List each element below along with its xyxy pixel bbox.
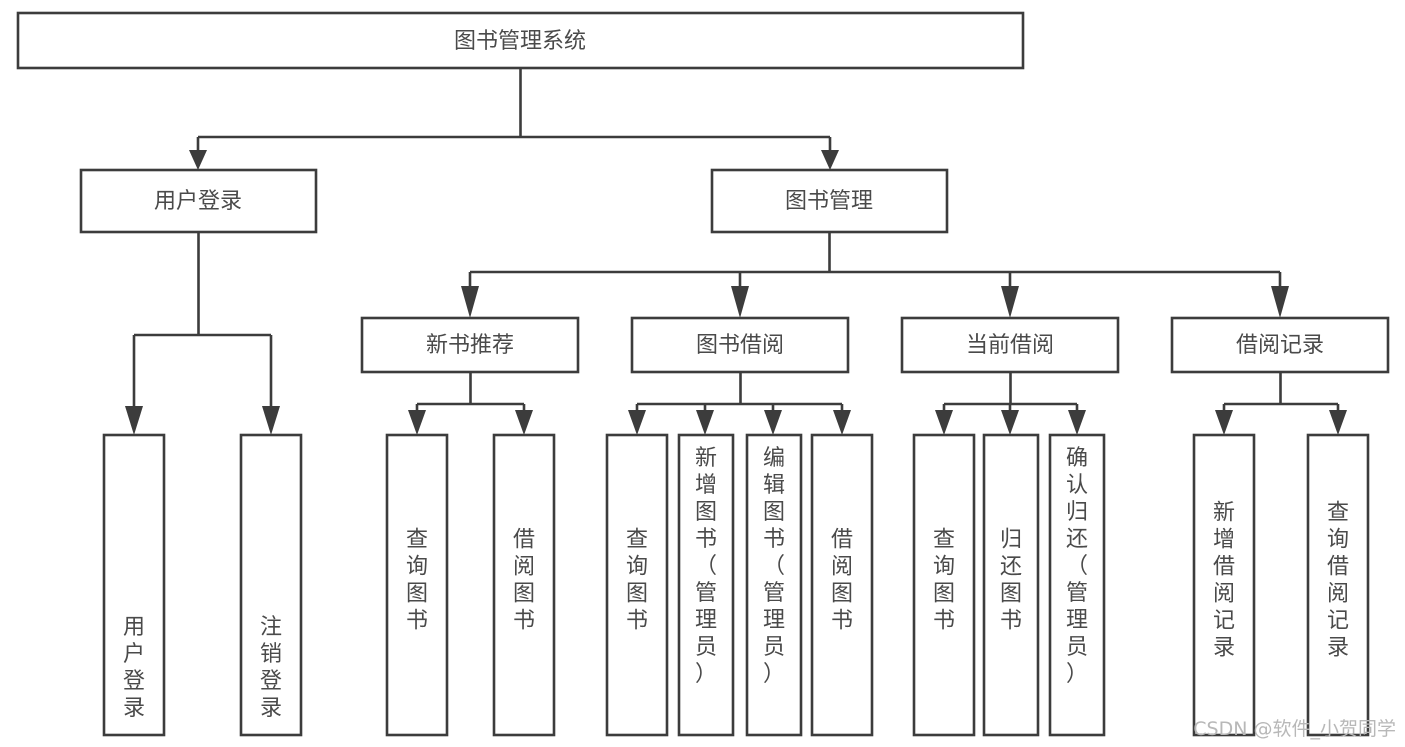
node-root[interactable]: 图书管理系统	[16, 11, 1025, 70]
node-leaf-return-book-label: 归还图书	[1000, 528, 1022, 634]
node-leaf-borrow-book-2-box[interactable]	[810, 433, 874, 737]
node-current-borrow-label: 当前借阅	[966, 333, 1054, 358]
node-new-book-rec-label: 新书推荐	[426, 333, 514, 358]
node-leaf-user-login-label: 用户登录	[123, 615, 145, 721]
arrow-cb-to-leaf2	[1001, 410, 1019, 435]
connector-layer	[125, 68, 1347, 435]
node-new-book-rec[interactable]: 新书推荐	[360, 316, 580, 374]
node-leaf-add-book-label: 新增图书（管理员）	[695, 446, 717, 687]
node-leaf-confirm-return-label: 确认归还（管理员）	[1066, 446, 1088, 687]
arrow-bb-to-leaf1	[628, 410, 646, 435]
node-book-manage-box[interactable]	[710, 168, 949, 234]
node-leaf-query-book-2-label: 查询图书	[626, 528, 648, 634]
arrow-bm-to-borrow-record	[1271, 286, 1289, 318]
arrow-br-to-leaf2	[1329, 410, 1347, 435]
node-leaf-query-book-1[interactable]: 查询图书	[385, 433, 449, 737]
node-book-borrow-label: 图书借阅	[696, 333, 784, 358]
arrow-bb-to-leaf2	[696, 410, 714, 435]
node-leaf-user-logout-label: 注销登录	[260, 615, 282, 721]
node-leaf-borrow-book-1-box[interactable]	[492, 433, 556, 737]
node-leaf-query-record[interactable]: 查询借阅记录	[1306, 433, 1370, 737]
node-leaf-edit-book-box[interactable]	[745, 433, 803, 737]
node-leaf-query-record-box[interactable]	[1306, 433, 1370, 737]
arrow-ul-to-leaf1	[125, 406, 143, 435]
node-leaf-query-book-2[interactable]: 查询图书	[605, 433, 669, 737]
node-current-borrow-box[interactable]	[900, 316, 1120, 374]
node-book-borrow[interactable]: 图书借阅	[630, 316, 850, 374]
node-leaf-add-record-label: 新增借阅记录	[1213, 501, 1235, 661]
node-leaf-user-logout[interactable]: 注销登录	[239, 433, 303, 737]
node-leaf-query-book-2-box[interactable]	[605, 433, 669, 737]
node-leaf-edit-book[interactable]: 编辑图书（管理员）	[745, 433, 803, 737]
arrow-root-to-user-login	[189, 150, 207, 170]
arrow-ul-to-leaf2	[262, 406, 280, 435]
arrow-bm-to-book-borrow	[731, 286, 749, 318]
arrow-bb-to-leaf3	[764, 410, 782, 435]
node-root-label: 图书管理系统	[454, 29, 586, 54]
node-root-box[interactable]	[16, 11, 1025, 70]
node-book-borrow-box[interactable]	[630, 316, 850, 374]
node-leaf-query-book-3-box[interactable]	[912, 433, 976, 737]
node-borrow-record[interactable]: 借阅记录	[1170, 316, 1390, 374]
arrow-cb-to-leaf3	[1068, 410, 1086, 435]
node-leaf-add-book[interactable]: 新增图书（管理员）	[677, 433, 735, 737]
arrow-root-to-book-manage	[821, 150, 839, 170]
node-borrow-record-label: 借阅记录	[1236, 333, 1324, 358]
node-leaf-borrow-book-2[interactable]: 借阅图书	[810, 433, 874, 737]
node-book-manage-label: 图书管理	[785, 189, 873, 214]
node-leaf-return-book-box[interactable]	[982, 433, 1040, 737]
node-leaf-user-logout-box[interactable]	[239, 433, 303, 737]
node-user-login-box[interactable]	[79, 168, 318, 234]
arrow-nb-to-leaf1	[408, 410, 426, 435]
node-leaf-query-book-1-label: 查询图书	[406, 528, 428, 634]
node-leaf-confirm-return[interactable]: 确认归还（管理员）	[1048, 433, 1106, 737]
node-leaf-query-book-1-box[interactable]	[385, 433, 449, 737]
node-leaf-user-login[interactable]: 用户登录	[102, 433, 166, 737]
node-borrow-record-box[interactable]	[1170, 316, 1390, 374]
node-leaf-borrow-book-1[interactable]: 借阅图书	[492, 433, 556, 737]
node-book-manage[interactable]: 图书管理	[710, 168, 949, 234]
node-current-borrow[interactable]: 当前借阅	[900, 316, 1120, 374]
arrow-bm-to-current-borrow	[1001, 286, 1019, 318]
node-user-login[interactable]: 用户登录	[79, 168, 318, 234]
node-leaf-confirm-return-box[interactable]	[1048, 433, 1106, 737]
node-leaf-query-record-label: 查询借阅记录	[1327, 501, 1349, 661]
node-leaf-return-book[interactable]: 归还图书	[982, 433, 1040, 737]
node-leaf-add-record-box[interactable]	[1192, 433, 1256, 737]
node-leaf-add-record[interactable]: 新增借阅记录	[1192, 433, 1256, 737]
arrow-cb-to-leaf1	[935, 410, 953, 435]
arrow-br-to-leaf1	[1215, 410, 1233, 435]
watermark-label: CSDN @软件_小贺同学	[1193, 718, 1396, 740]
node-user-login-label: 用户登录	[154, 189, 242, 214]
arrow-bm-to-new-book	[461, 286, 479, 318]
node-leaf-user-login-box[interactable]	[102, 433, 166, 737]
node-leaf-borrow-book-2-label: 借阅图书	[831, 528, 853, 634]
arrow-nb-to-leaf2	[515, 410, 533, 435]
node-leaf-borrow-book-1-label: 借阅图书	[513, 528, 535, 634]
node-leaf-query-book-3[interactable]: 查询图书	[912, 433, 976, 737]
node-new-book-rec-box[interactable]	[360, 316, 580, 374]
node-leaf-add-book-box[interactable]	[677, 433, 735, 737]
node-leaf-query-book-3-label: 查询图书	[933, 528, 955, 634]
node-leaf-edit-book-label: 编辑图书（管理员）	[763, 446, 785, 687]
arrow-bb-to-leaf4	[833, 410, 851, 435]
